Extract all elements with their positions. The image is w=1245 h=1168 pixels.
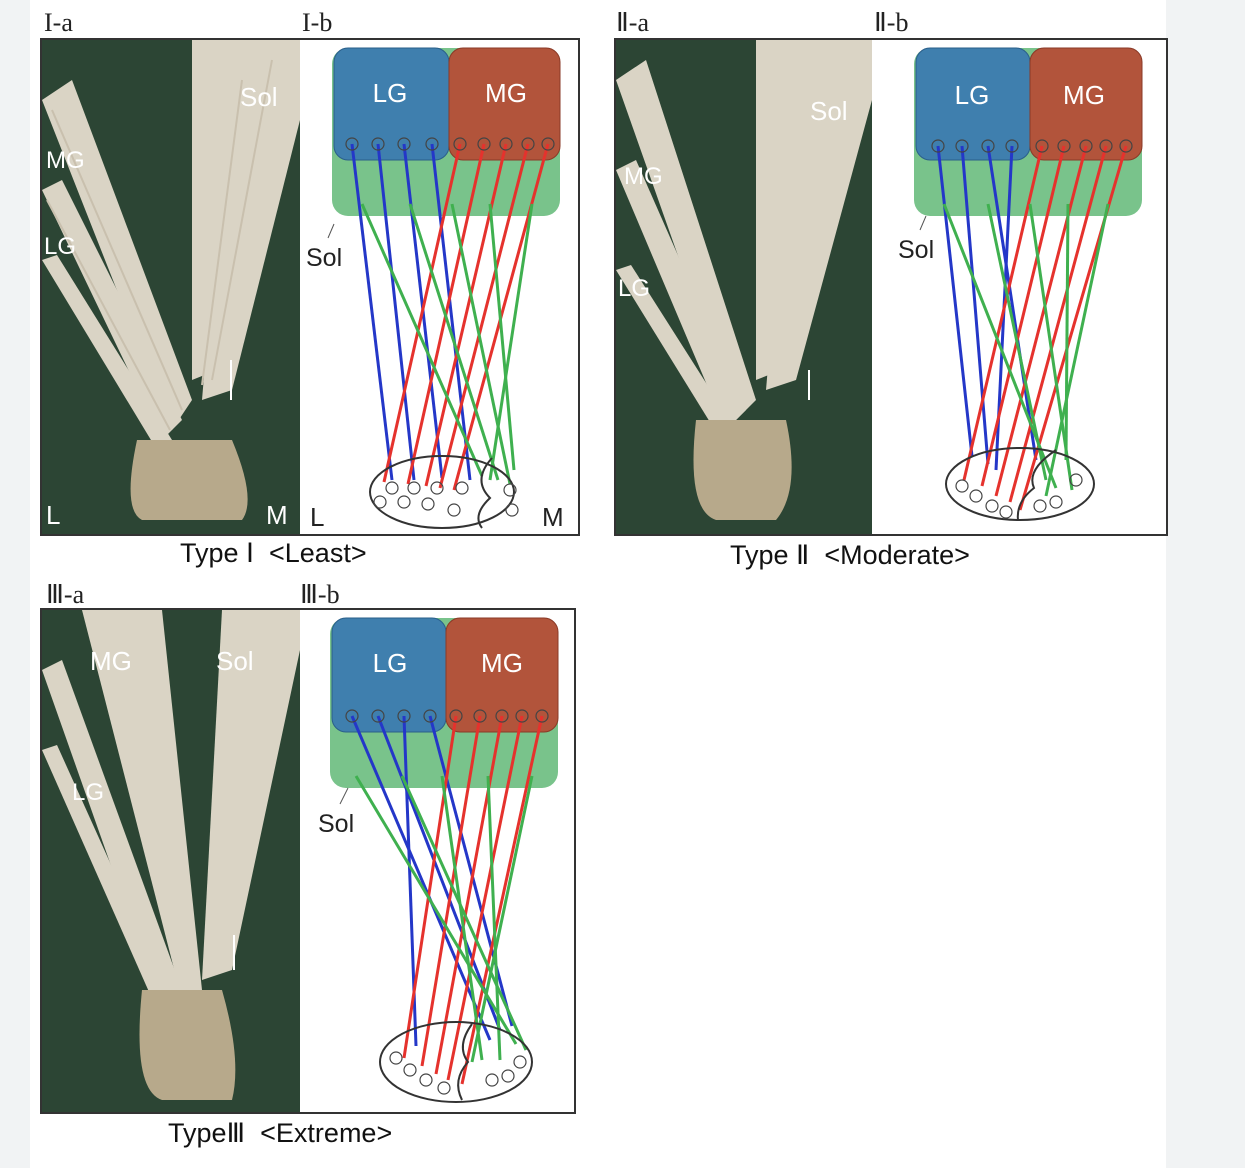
type1-medial-label: M xyxy=(542,502,564,532)
type2-photo-sol-label: Sol xyxy=(810,96,848,126)
type2-diagram: LG MG xyxy=(898,47,1143,521)
type3-photo-mg-label: MG xyxy=(90,646,132,676)
type1-tendon-section xyxy=(369,455,515,529)
type3-caption: TypeⅢ <Extreme> xyxy=(168,1118,393,1148)
type2-photo-lg-label: LG xyxy=(618,275,650,302)
type2-caption: Type Ⅱ <Moderate> xyxy=(730,540,970,570)
type1-lateral-label: L xyxy=(310,502,324,532)
type1-photo-medial-label: M xyxy=(266,500,288,530)
type2-panel: Sol MG LG LG MG xyxy=(614,38,1168,536)
panel-label-1a: I-a xyxy=(44,8,73,37)
type3-diagram: LG MG xyxy=(318,617,559,1103)
panel-label-2a: Ⅱ-a xyxy=(616,8,649,37)
type3-photo: Sol MG LG xyxy=(42,610,300,1112)
type1-mg-box xyxy=(448,47,561,161)
type2-photo: Sol MG LG xyxy=(616,40,872,534)
type1-photo-mg-label: MG xyxy=(46,147,85,174)
type3-photo-lg-label: LG xyxy=(72,779,104,806)
type1-photo-lateral-label: L xyxy=(46,500,60,530)
type3-mg-box xyxy=(445,617,559,733)
type2-mg-box xyxy=(1029,47,1143,161)
type3-sol-label: Sol xyxy=(318,810,354,838)
type3-lg-label: LG xyxy=(373,648,408,678)
type1-diagram: LG MG xyxy=(306,47,564,532)
type1-mg-label: MG xyxy=(485,78,527,108)
type1-photo-lg-label: LG xyxy=(44,233,76,260)
type3-panel: Sol MG LG LG MG xyxy=(40,608,576,1114)
panel-label-2b: Ⅱ-b xyxy=(874,8,909,37)
type1-caption: Type Ⅰ <Least> xyxy=(180,538,367,568)
type2-tendon-section xyxy=(945,447,1095,521)
type1-photo: Sol MG LG L M xyxy=(42,40,300,534)
panel-label-3b: Ⅲ-b xyxy=(300,580,340,609)
type3-mg-label: MG xyxy=(481,648,523,678)
type3-photo-sol-label: Sol xyxy=(216,646,254,676)
type2-photo-mg-label: MG xyxy=(624,163,663,190)
type1-panel: Sol MG LG L M LG MG xyxy=(40,38,580,536)
type3-tendon-section xyxy=(379,1021,533,1103)
type1-photo-sol-label: Sol xyxy=(240,82,278,112)
panel-label-1b: I-b xyxy=(302,8,333,37)
type1-lg-label: LG xyxy=(373,78,408,108)
type1-sol-label: Sol xyxy=(306,244,342,272)
type2-mg-label: MG xyxy=(1063,80,1105,110)
type2-sol-label: Sol xyxy=(898,236,934,264)
panel-label-3a: Ⅲ-a xyxy=(46,580,85,609)
type2-lg-label: LG xyxy=(955,80,990,110)
